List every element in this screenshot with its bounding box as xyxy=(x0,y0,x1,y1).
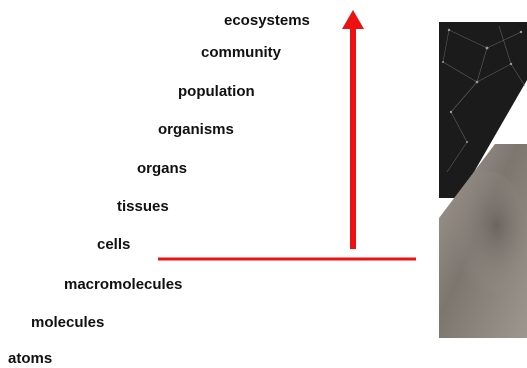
up-arrow-shaft xyxy=(350,27,356,249)
network-and-cell-photo xyxy=(437,22,527,338)
cell-blob xyxy=(451,172,527,292)
up-arrow-head xyxy=(342,10,364,29)
